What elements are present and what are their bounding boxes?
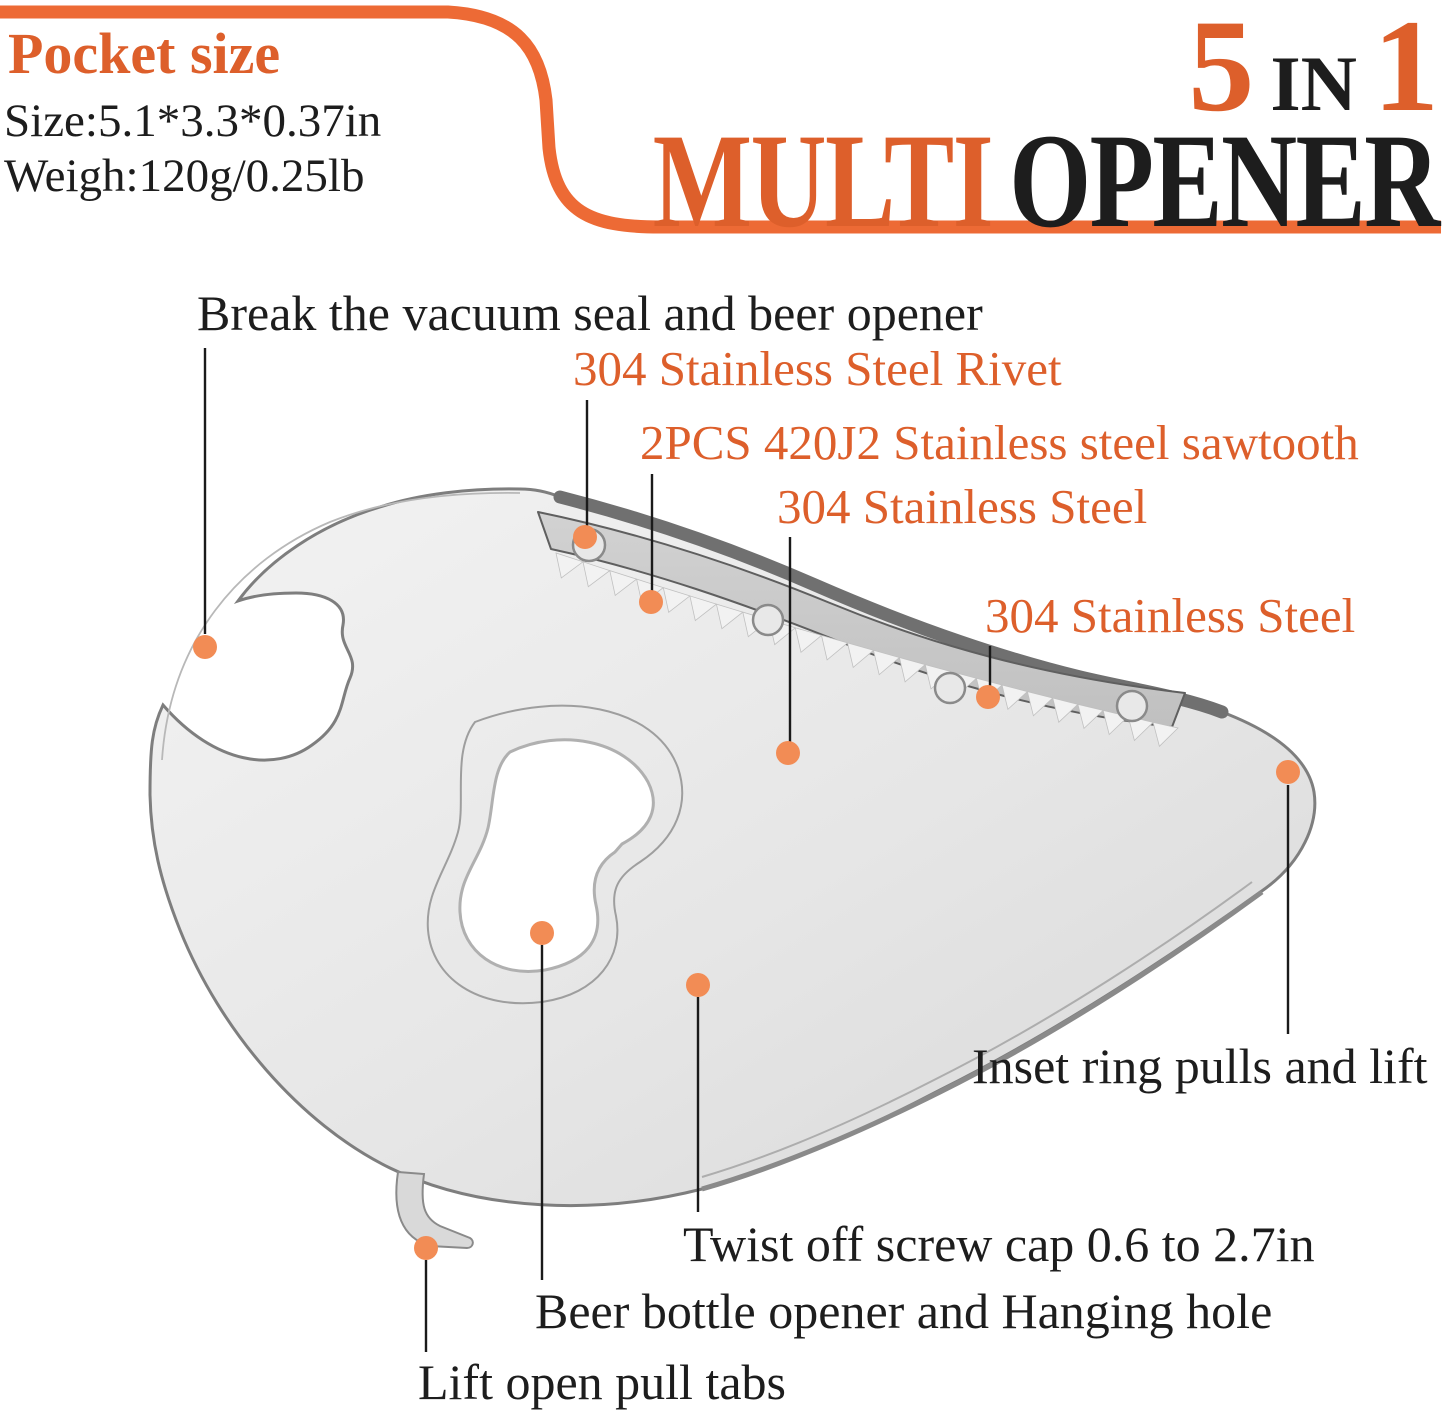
rim-line xyxy=(161,491,521,761)
title-number-1: 1 xyxy=(1373,0,1439,139)
title-word-multi: MULTI xyxy=(652,107,994,256)
title-word-opener: OPENER xyxy=(1009,107,1441,256)
callout-dot-steel-2 xyxy=(976,685,1000,709)
callout-dot-sawtooth xyxy=(639,590,663,614)
rivet-hole-4 xyxy=(1115,689,1149,723)
rivet-hole-3 xyxy=(933,671,967,705)
callout-label-steel-2: 304 Stainless Steel xyxy=(985,588,1356,643)
callout-dot-lift-tabs xyxy=(414,1236,438,1260)
bottom-right-edge xyxy=(701,889,1264,1192)
callout-label-lift-tabs: Lift open pull tabs xyxy=(418,1354,786,1410)
callout-label-break-vacuum: Break the vacuum seal and beer opener xyxy=(197,285,983,341)
product-render xyxy=(148,487,1317,1250)
callout-dot-break-vacuum xyxy=(193,635,217,659)
pull-tab-hook xyxy=(395,1170,474,1250)
title-word-in: IN xyxy=(1270,40,1357,127)
callout-label-steel-1: 304 Stainless Steel xyxy=(777,479,1148,534)
callout-dot-inset-ring xyxy=(1276,760,1300,784)
pocket-size-heading: Pocket size xyxy=(8,21,281,86)
callout-label-inset-ring: Inset ring pulls and lift xyxy=(972,1038,1428,1094)
callout-label-twist-off: Twist off screw cap 0.6 to 2.7in xyxy=(683,1216,1315,1272)
swoosh-divider xyxy=(0,5,1441,234)
sawtooth-strip xyxy=(537,511,1186,728)
title-number-5: 5 xyxy=(1188,0,1255,139)
bottom-right-inner-line xyxy=(701,881,1253,1178)
bottle-opener-hole xyxy=(458,738,655,973)
callout-markers xyxy=(193,348,1300,1352)
weight-spec: Weigh:120g/0.25lb xyxy=(4,150,365,202)
callout-label-beer-bottle: Beer bottle opener and Hanging hole xyxy=(535,1283,1273,1339)
callout-dot-twist-off xyxy=(686,973,710,997)
bottle-opener-ring xyxy=(426,704,684,1005)
callout-dot-steel-1 xyxy=(776,741,800,765)
callout-dot-rivet xyxy=(573,525,597,549)
callout-label-sawtooth: 2PCS 420J2 Stainless steel sawtooth xyxy=(640,415,1359,470)
rivet-hole-2 xyxy=(751,603,785,637)
callout-dot-beer-bottle xyxy=(530,921,554,945)
callout-label-rivet: 304 Stainless Steel Rivet xyxy=(573,341,1062,396)
size-spec: Size:5.1*3.3*0.37in xyxy=(4,95,382,147)
